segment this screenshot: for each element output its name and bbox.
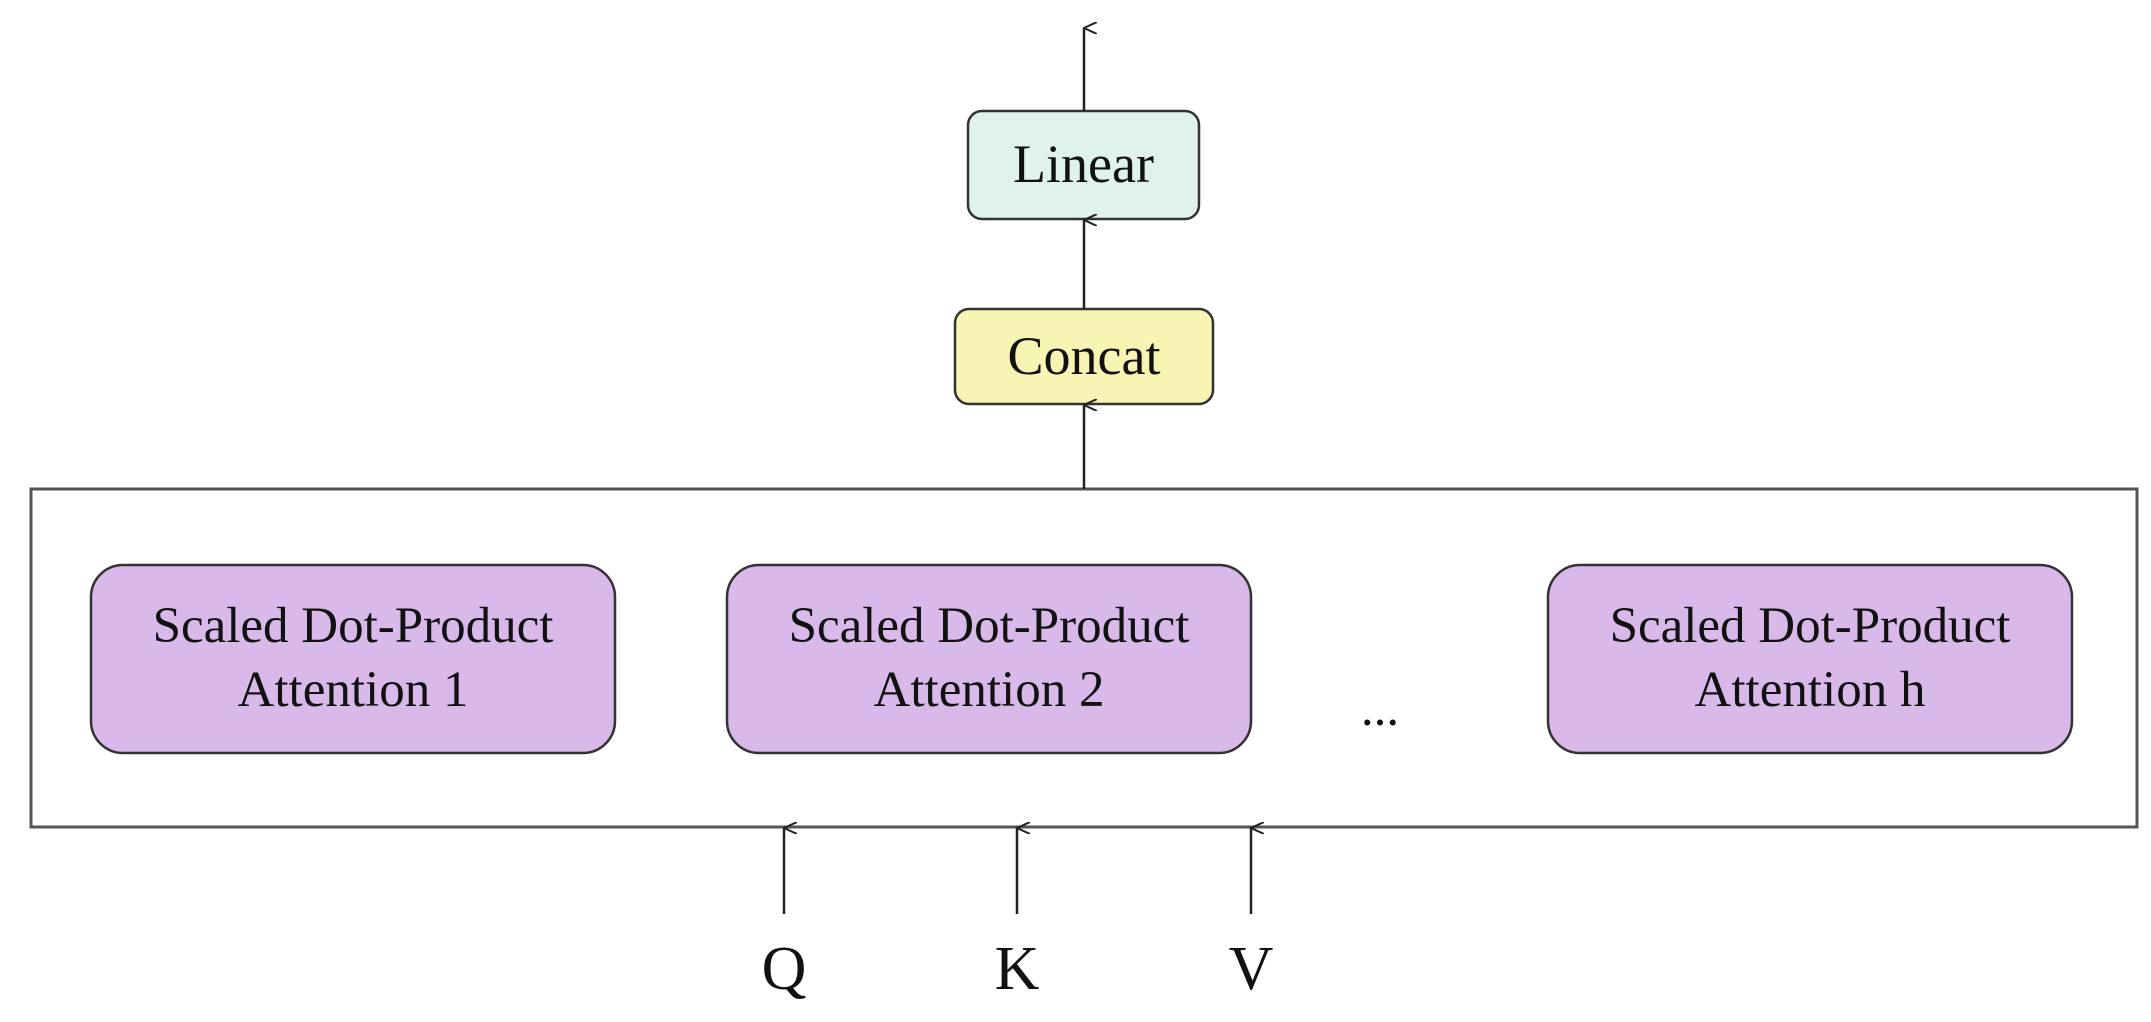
attention-head-h-label: Scaled Dot-Product Attention h xyxy=(1548,565,2072,753)
attention-head-2-line2: Attention 2 xyxy=(873,662,1105,718)
attention-head-box-h xyxy=(1546,563,2074,755)
attention-head-h-line2: Attention h xyxy=(1694,662,1926,718)
linear-label: Linear xyxy=(1013,134,1154,195)
attention-head-1-line2: Attention 1 xyxy=(237,662,469,718)
input-k-label: K xyxy=(994,935,1040,1004)
attention-head-box-1 xyxy=(89,563,617,755)
input-v-label: V xyxy=(1228,935,1274,1004)
attention-head-2-label: Scaled Dot-Product Attention 2 xyxy=(727,565,1251,753)
heads-ellipsis: ... xyxy=(1360,681,1400,738)
input-q-label: Q xyxy=(761,935,807,1004)
attention-head-box-2 xyxy=(725,563,1253,755)
attention-head-h-line1: Scaled Dot-Product xyxy=(1609,598,2011,655)
concat-label: Concat xyxy=(1007,325,1161,386)
attention-head-1-label: Scaled Dot-Product Attention 1 xyxy=(91,565,615,753)
attention-head-1-line1: Scaled Dot-Product xyxy=(152,598,554,655)
attention-head-2-line1: Scaled Dot-Product xyxy=(788,598,1190,655)
